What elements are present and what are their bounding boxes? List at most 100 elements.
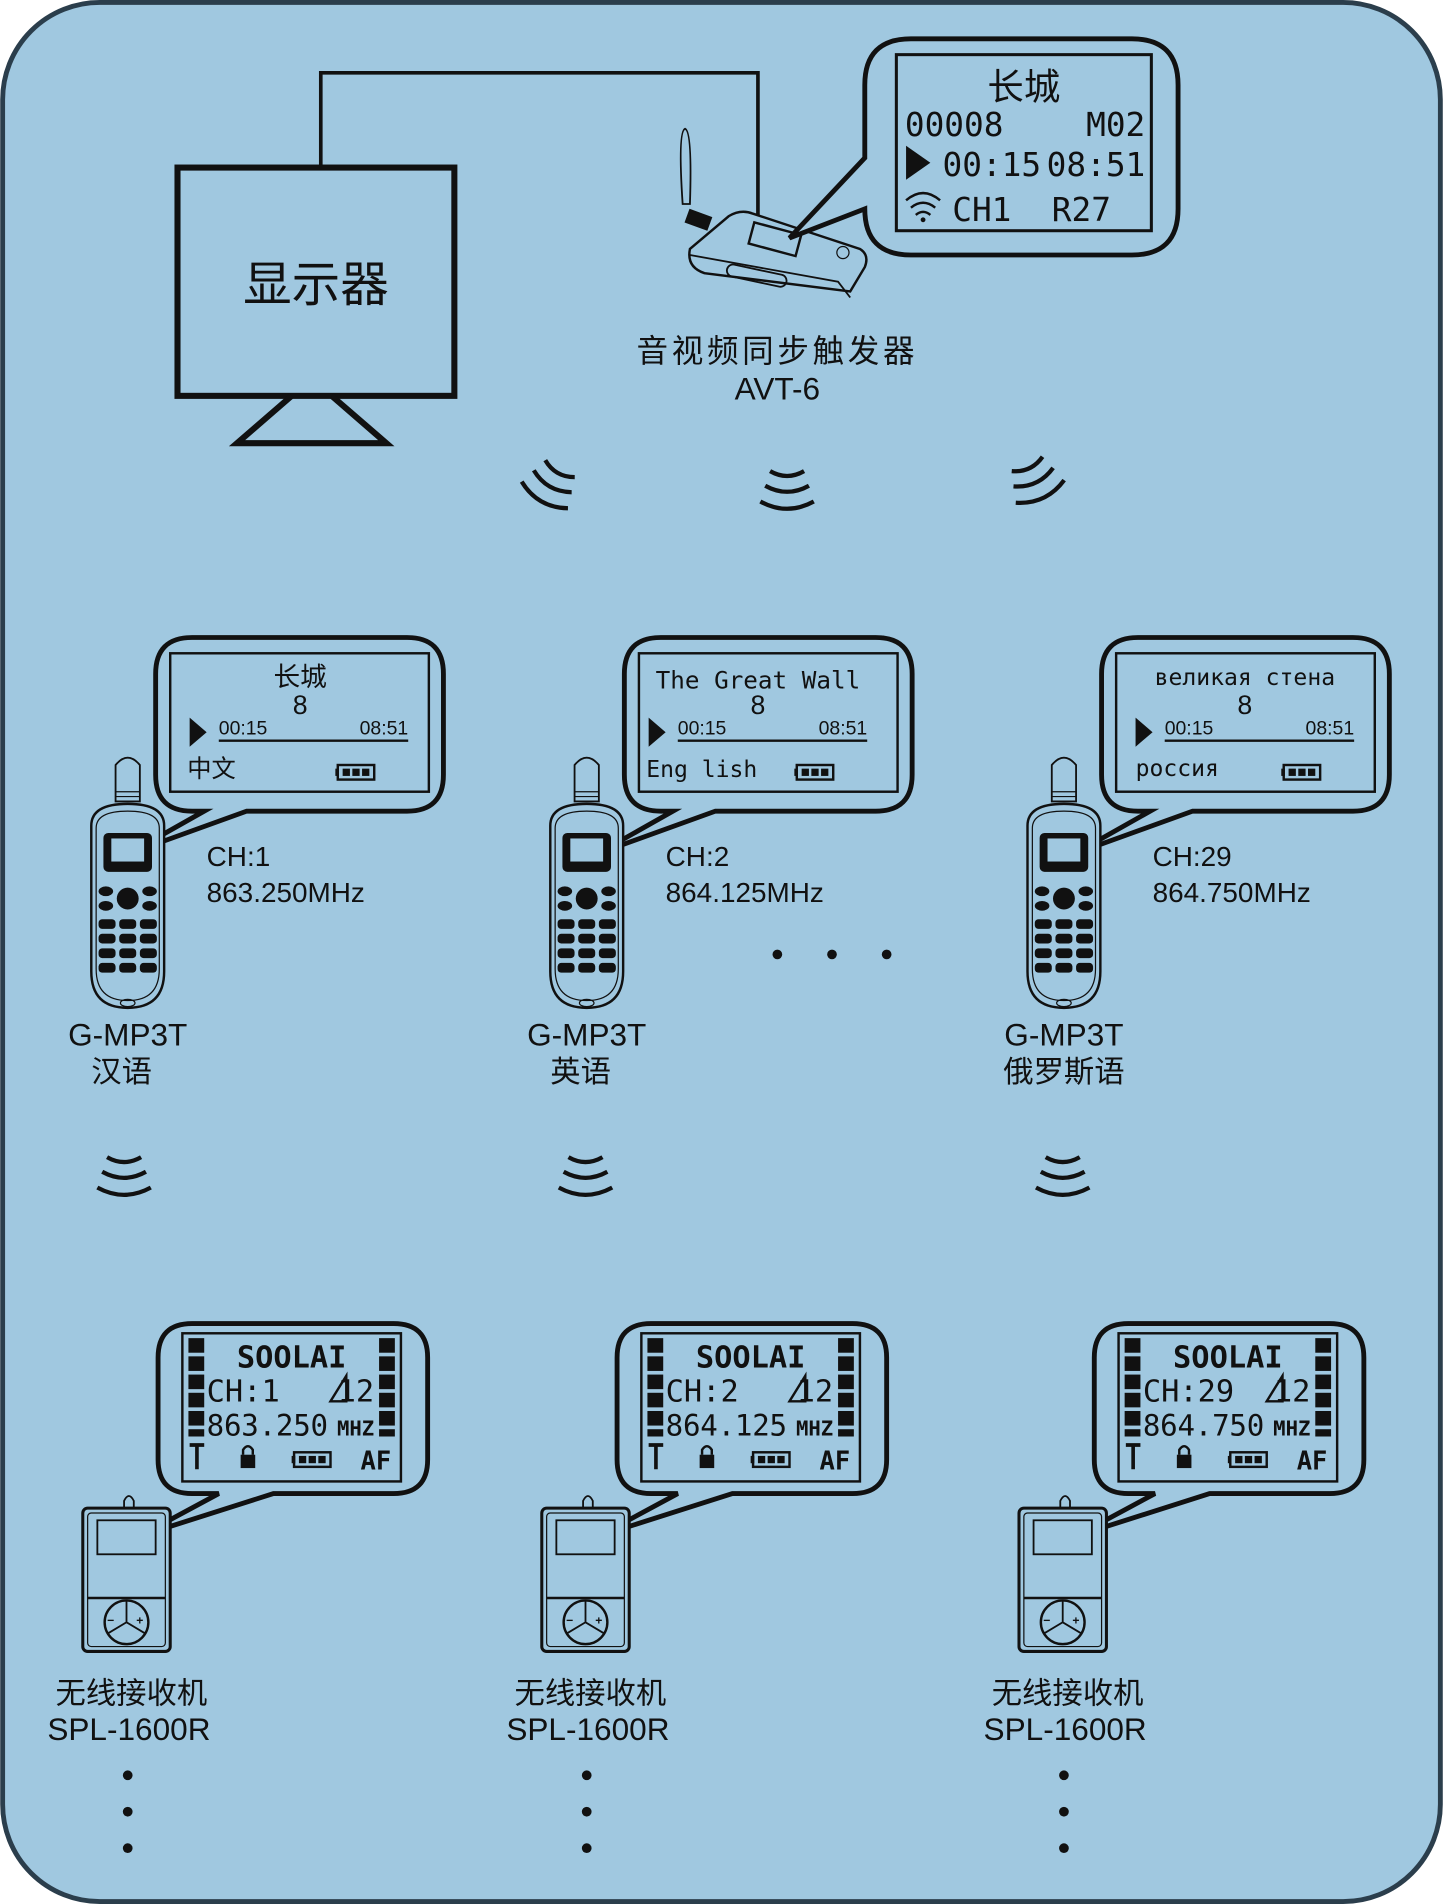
trigger-model: AVT-6 (735, 371, 820, 407)
transmitter-2: The Great Wall 8 00:15 08:51 Eng lish CH… (527, 635, 915, 1090)
receiver-model: SPL-1600R (506, 1711, 669, 1747)
transmitter-frequency: 863.250MHz (207, 877, 365, 908)
screen-total: 08:51 (819, 718, 868, 740)
screen-frequency: 864.750 (1143, 1408, 1264, 1442)
receiver-2: SOOLAI CH:2 12 864.125 MHZ AF 无线接收机 SPL-… (506, 1321, 890, 1853)
screen-unit: MHZ (337, 1416, 374, 1440)
screen-total: 08:51 (1306, 718, 1355, 740)
trigger-screen-title: 长城 (987, 66, 1060, 109)
screen-language: Eng lish (646, 757, 757, 783)
transmitter-model: G-MP3T (527, 1017, 646, 1053)
antenna-icon (679, 127, 692, 205)
receiver-device (540, 1494, 631, 1653)
more-receivers-ellipsis (1059, 1770, 1069, 1853)
screen-af: AF (1297, 1446, 1328, 1476)
monitor: 显示器 (174, 164, 458, 447)
screen-language: 中文 (187, 754, 236, 783)
trigger-name: 音视频同步触发器 (637, 334, 919, 370)
screen-brand: SOOLAI (237, 1340, 347, 1375)
volume-icon (328, 1371, 348, 1403)
transmitter-channel: CH:1 (207, 841, 271, 872)
transmitter-screen-callout: 长城 8 00:15 08:51 中文 (127, 635, 446, 856)
screen-elapsed: 00:15 (219, 718, 268, 740)
transmitter-language: 汉语 (91, 1055, 152, 1090)
transmitter-1: 长城 8 00:15 08:51 中文 CH:1 863.250MHz G-MP… (68, 635, 446, 1090)
receiver-name: 无线接收机 (55, 1677, 207, 1712)
play-icon (648, 717, 666, 747)
lock-icon (240, 1445, 256, 1469)
screen-elapsed: 00:15 (678, 718, 727, 740)
trigger-screen-elapsed: 00:15 (943, 146, 1042, 184)
screen-elapsed: 00:15 (1165, 718, 1214, 740)
lock-icon (1176, 1445, 1192, 1469)
trigger-screen-channel: CH1 (952, 191, 1011, 229)
transmitter-language: 英语 (550, 1055, 611, 1090)
receiver-device (1017, 1494, 1108, 1653)
screen-title: 长城 (273, 662, 326, 693)
receiver-name: 无线接收机 (514, 1677, 666, 1712)
receiver-screen-callout: SOOLAI CH:29 12 864.750 MHZ AF (1074, 1321, 1367, 1539)
trigger-screen-code: R27 (1052, 191, 1111, 229)
receiver-3: SOOLAI CH:29 12 864.750 MHZ AF 无线接收机 SPL… (984, 1321, 1367, 1853)
screen-unit: MHZ (1273, 1416, 1310, 1440)
screen-volume: 12 (797, 1374, 834, 1409)
transmitter-model: G-MP3T (68, 1017, 187, 1053)
monitor-label: 显示器 (243, 257, 389, 313)
screen-brand: SOOLAI (1173, 1340, 1283, 1375)
screen-frequency: 863.250 (207, 1408, 328, 1442)
antenna-icon (648, 1443, 664, 1470)
screen-volume: 12 (338, 1374, 375, 1409)
screen-frequency: 864.125 (666, 1408, 787, 1442)
receiver-device (81, 1494, 172, 1653)
play-icon (1135, 717, 1153, 747)
transmitter-3: великая стена 8 00:15 08:51 россия CH:29… (1003, 635, 1392, 1090)
screen-total: 08:51 (360, 718, 409, 740)
screen-number: 8 (293, 690, 308, 720)
receiver-1: SOOLAI CH:1 12 863.250 MHZ AF 无线接收机 SPL-… (47, 1321, 431, 1853)
receiver-screen-callout: SOOLAI CH:2 12 864.125 MHZ AF (597, 1321, 890, 1539)
receiver-name: 无线接收机 (992, 1677, 1144, 1712)
trigger-device (679, 127, 868, 299)
volume-icon (787, 1371, 807, 1403)
screen-number: 8 (1237, 690, 1252, 720)
monitor-screen (174, 164, 458, 399)
transmitter-screen-callout: великая стена 8 00:15 08:51 россия (1073, 635, 1392, 856)
trigger-screen-callout: 长城 00008 M02 00:15 08:51 CH1 R27 (787, 36, 1181, 258)
screen-brand: SOOLAI (696, 1340, 806, 1375)
play-icon (189, 717, 207, 747)
play-icon (906, 145, 931, 180)
transmitter-frequency: 864.750MHz (1153, 877, 1311, 908)
more-receivers-ellipsis (581, 1770, 592, 1853)
monitor-stand (228, 393, 395, 447)
receiver-model: SPL-1600R (984, 1711, 1147, 1747)
more-channels-ellipsis (772, 949, 892, 960)
transmitter-channel: CH:2 (666, 841, 730, 872)
transmitter-channel: CH:29 (1153, 841, 1232, 872)
cable (318, 71, 760, 225)
wifi-icon (905, 191, 941, 223)
screen-unit: MHZ (796, 1416, 833, 1440)
screen-number: 8 (750, 690, 765, 720)
screen-channel: CH:2 (666, 1374, 739, 1409)
antenna-icon (189, 1443, 205, 1470)
screen-title: The Great Wall (656, 666, 861, 695)
screen-language: россия (1136, 756, 1219, 782)
antenna-icon (1125, 1443, 1141, 1470)
receiver-screen-callout: SOOLAI CH:1 12 863.250 MHZ AF (138, 1321, 431, 1539)
receiver-model: SPL-1600R (47, 1711, 210, 1747)
transmitter-model: G-MP3T (1004, 1017, 1123, 1053)
trigger-screen-total: 08:51 (1047, 146, 1146, 184)
screen-channel: CH:29 (1143, 1374, 1234, 1409)
screen-af: AF (360, 1446, 391, 1476)
transmitter-language: 俄罗斯语 (1003, 1055, 1124, 1090)
screen-af: AF (819, 1446, 850, 1476)
screen-title: великая стена (1155, 665, 1336, 691)
more-receivers-ellipsis (122, 1770, 133, 1853)
lock-icon (699, 1445, 715, 1469)
trigger-screen-mode: M02 (1086, 106, 1145, 144)
screen-volume: 12 (1274, 1374, 1311, 1409)
transmitter-frequency: 864.125MHz (666, 877, 824, 908)
transmitter-screen-callout: The Great Wall 8 00:15 08:51 Eng lish (596, 635, 915, 856)
